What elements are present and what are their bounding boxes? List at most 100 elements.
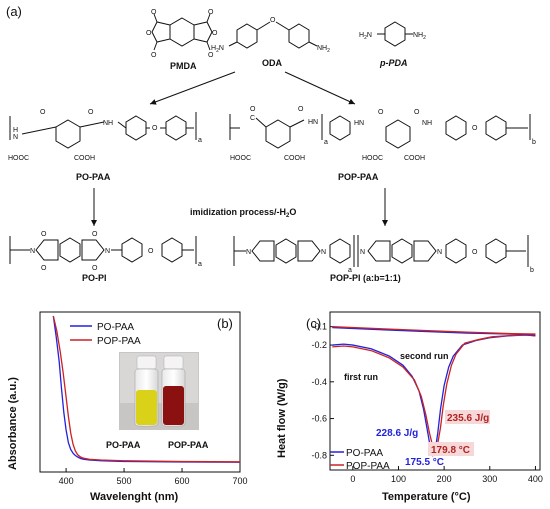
dsc-ytick-label: -0.1 xyxy=(311,322,327,332)
annotation-po-peak: 175.5 °C xyxy=(405,457,444,468)
svg-text:O: O xyxy=(270,17,276,24)
svg-text:N: N xyxy=(30,248,35,255)
uv-vis-xtick-label: 500 xyxy=(117,476,132,486)
annotation-pop-peak: 179.8 °C xyxy=(431,445,470,456)
legend-label-pop-paa: POP-PAA xyxy=(97,336,141,347)
svg-text:HOOC: HOOC xyxy=(230,155,251,162)
svg-text:O: O xyxy=(250,106,256,113)
svg-text:a: a xyxy=(198,137,202,144)
annotation-pop-peak-bg xyxy=(428,442,474,456)
annotation-pop-enthalpy-bg xyxy=(445,410,490,424)
svg-text:H2N: H2N xyxy=(211,45,224,54)
svg-text:COOH: COOH xyxy=(284,155,305,162)
annotation-second-run: second run xyxy=(400,351,449,361)
dsc-xlabel: Temperature (°C) xyxy=(382,491,471,503)
dsc-legend: PO-PAA POP-PAA xyxy=(330,448,390,472)
dsc-xtick-label: 100 xyxy=(391,474,406,484)
svg-text:HOOC: HOOC xyxy=(362,155,383,162)
svg-text:O: O xyxy=(148,248,154,255)
panel-label-a: (a) xyxy=(6,4,22,19)
inset-label-po-paa: PO-PAA xyxy=(106,440,141,450)
inset-label-pop-paa: POP-PAA xyxy=(168,440,209,450)
dsc-ytick-label: -0.4 xyxy=(311,377,327,387)
uv-vis-series-pop-paa xyxy=(52,315,241,463)
annotation-first-run: first run xyxy=(344,372,378,382)
svg-text:N: N xyxy=(246,249,251,256)
ppda-structure: H2N NH2 xyxy=(359,21,426,47)
po-pi-label: PO-PI xyxy=(82,273,107,283)
svg-text:H2N: H2N xyxy=(359,32,372,41)
oda-structure: O H2N NH2 xyxy=(211,17,330,54)
uv-vis-chart: (b) Absorbance (a.u.) Wavelenght (nm) 40… xyxy=(7,311,248,503)
svg-text:C: C xyxy=(250,115,255,122)
svg-text:H: H xyxy=(13,127,18,134)
vial-liquid-po-paa xyxy=(136,390,157,425)
svg-text:O: O xyxy=(41,231,47,238)
svg-text:NH2: NH2 xyxy=(413,32,426,41)
svg-text:O: O xyxy=(151,9,157,16)
svg-text:O: O xyxy=(472,125,478,132)
uv-vis-plot-frame xyxy=(39,311,241,473)
dsc-xtick-label: 400 xyxy=(528,474,543,484)
vials-photo xyxy=(119,352,199,430)
svg-text:a: a xyxy=(324,139,328,146)
dsc-ylabel: Heat flow (W/g) xyxy=(276,378,288,458)
svg-text:NH: NH xyxy=(422,120,432,127)
svg-text:O: O xyxy=(88,109,94,116)
svg-text:O: O xyxy=(41,265,47,272)
vial-cap-po-paa xyxy=(136,355,157,370)
svg-text:O: O xyxy=(208,52,214,59)
pop-paa-label: POP-PAA xyxy=(338,172,379,182)
dsc-xtick-label: 0 xyxy=(350,474,355,484)
arrow-to-pop-paa xyxy=(284,71,356,105)
svg-text:b: b xyxy=(530,267,534,274)
dsc-ytick-label: -0.2 xyxy=(311,340,327,350)
legend-label-po-paa: PO-PAA xyxy=(97,322,134,333)
svg-text:HN: HN xyxy=(308,119,318,126)
oda-label: ODA xyxy=(262,58,283,68)
dsc-series-pop-paa-second xyxy=(332,326,536,335)
svg-text:O: O xyxy=(92,265,98,272)
imidization-label: imidization process/-H2O xyxy=(190,207,296,219)
annotation-pop-enthalpy: 235.6 J/g xyxy=(447,413,489,424)
svg-text:O: O xyxy=(92,231,98,238)
svg-text:NH: NH xyxy=(103,120,113,127)
pop-pi-label: POP-PI (a:b=1:1) xyxy=(330,273,401,283)
uv-vis-legend: PO-PAA POP-PAA xyxy=(70,322,141,347)
svg-text:N: N xyxy=(437,249,442,256)
panel-label-b: (b) xyxy=(217,316,233,331)
svg-text:HN: HN xyxy=(354,120,364,127)
po-pi-structure: N O O O O N O a xyxy=(9,231,202,272)
arrow-to-po-paa xyxy=(149,71,236,105)
svg-text:N: N xyxy=(13,134,18,141)
svg-text:a: a xyxy=(348,267,352,274)
dsc-xtick-label: 200 xyxy=(437,474,452,484)
pmda-structure: O O O O O O xyxy=(146,9,218,59)
svg-text:O: O xyxy=(40,109,46,116)
svg-text:N: N xyxy=(105,248,110,255)
svg-text:O: O xyxy=(212,30,218,37)
svg-text:O: O xyxy=(208,9,214,16)
svg-text:O: O xyxy=(414,109,420,116)
svg-text:N: N xyxy=(321,249,326,256)
svg-text:O: O xyxy=(378,109,384,116)
ppda-label: p-PDA xyxy=(379,58,408,68)
uv-vis-ylabel: Absorbance (a.u.) xyxy=(7,377,19,470)
pop-pi-structure: N N a N N O b xyxy=(233,235,534,274)
svg-text:COOH: COOH xyxy=(74,155,95,162)
svg-text:O: O xyxy=(146,30,152,37)
vial-cap-pop-paa xyxy=(163,355,184,370)
po-paa-structure: H N O O NH O a HOOC COOH xyxy=(8,109,202,162)
dsc-xtick-label: 300 xyxy=(482,474,497,484)
annotation-po-enthalpy: 228.6 J/g xyxy=(376,428,418,439)
po-paa-label: PO-PAA xyxy=(76,172,111,182)
svg-text:HOOC: HOOC xyxy=(8,155,29,162)
dsc-ytick-label: -0.8 xyxy=(311,450,327,460)
svg-text:a: a xyxy=(198,261,202,268)
dsc-legend-label-pop-paa: POP-PAA xyxy=(346,461,390,472)
svg-text:N: N xyxy=(360,249,365,256)
uv-vis-xtick-label: 600 xyxy=(175,476,190,486)
svg-text:O: O xyxy=(298,106,304,113)
